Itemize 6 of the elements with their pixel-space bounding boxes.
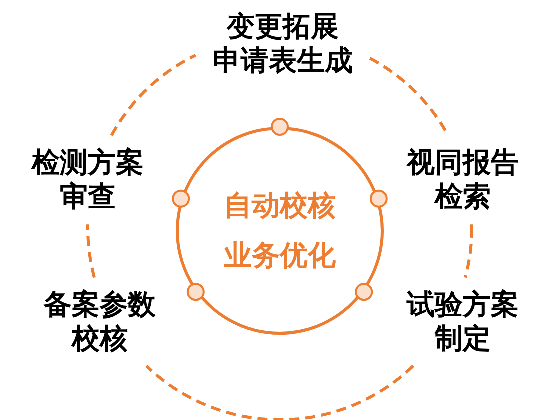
topic-label: 变更拓展申请表生成 xyxy=(212,10,354,78)
topic-label: 视同报告检索 xyxy=(406,146,520,214)
topic-label: 备案参数校核 xyxy=(42,288,157,356)
topic-label: 试验方案制定 xyxy=(406,288,520,356)
hub-title: 自动校核业务优化 xyxy=(223,188,337,274)
topic-label: 检测方案审查 xyxy=(30,146,145,214)
